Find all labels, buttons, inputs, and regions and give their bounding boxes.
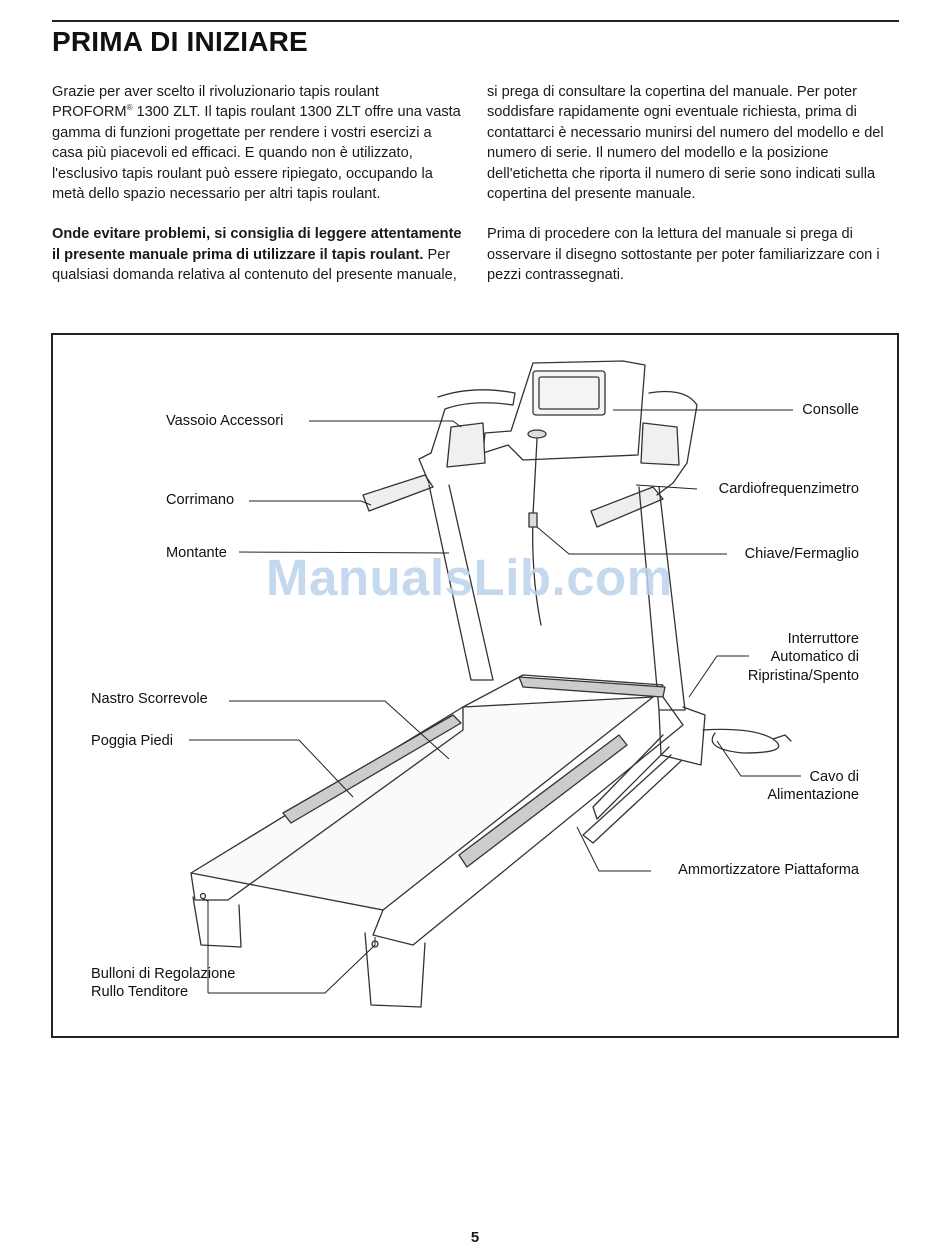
registered-mark: ® — [126, 103, 133, 113]
page-number: 5 — [470, 1229, 480, 1246]
text-column-right: si prega di consultare la copertina del … — [487, 82, 897, 306]
label-montante: Montante — [166, 545, 227, 561]
label-cavo-line2: Alimentazione — [767, 787, 859, 803]
intro-paragraph-2: Onde evitare problemi, si consiglia di l… — [52, 224, 462, 285]
label-cardiofrequenzimetro: Cardiofrequenzimetro — [718, 481, 859, 497]
top-rule — [52, 20, 899, 22]
label-interruttore-line2: Automatico di — [770, 649, 859, 665]
intro-p1-start: Grazie per aver scelto il rivoluzionario… — [52, 84, 379, 121]
text-column-left: Grazie per aver scelto il rivoluzionario… — [52, 82, 462, 306]
intro-paragraph-3: Prima di procedere con la lettura del ma… — [487, 226, 880, 284]
intro-paragraph-1: Grazie per aver scelto il rivoluzionario… — [52, 82, 462, 204]
label-ammortizzatore: Ammortizzatore Piattaforma — [678, 862, 859, 878]
warning-text: Onde evitare problemi, si consiglia di l… — [52, 226, 462, 263]
label-vassoio-accessori: Vassoio Accessori — [166, 413, 284, 429]
label-bulloni-line1: Bulloni di Regolazione — [91, 966, 236, 982]
label-chiave-fermaglio: Chiave/Fermaglio — [744, 546, 859, 562]
label-corrimano: Corrimano — [166, 492, 235, 508]
label-cavo-line1: Cavo di — [809, 769, 859, 785]
intro-p1-end: 1300 ZLT. Il tapis roulant 1300 ZLT offr… — [52, 104, 461, 203]
page-title: PRIMA DI INIZIARE — [52, 26, 308, 57]
treadmill-diagram: Vassoio Accessori Corrimano Montante Nas… — [51, 333, 899, 1038]
treadmill-drawing — [189, 360, 801, 1008]
intro-p2-rest: Per qualsiasi domanda relativa al conten… — [52, 246, 457, 284]
label-interruttore-line3: Ripristina/Spento — [747, 668, 859, 684]
label-bulloni-line2: Rullo Tenditore — [91, 984, 189, 1000]
label-consolle: Consolle — [802, 402, 859, 418]
label-nastro-scorrevole: Nastro Scorrevole — [91, 691, 208, 707]
watermark: ManualsLib.com — [266, 549, 673, 606]
label-poggia-piedi: Poggia Piedi — [91, 733, 173, 749]
label-interruttore-line1: Interruttore — [787, 631, 859, 647]
intro-paragraph-2-continued: si prega di consultare la copertina del … — [487, 84, 884, 203]
